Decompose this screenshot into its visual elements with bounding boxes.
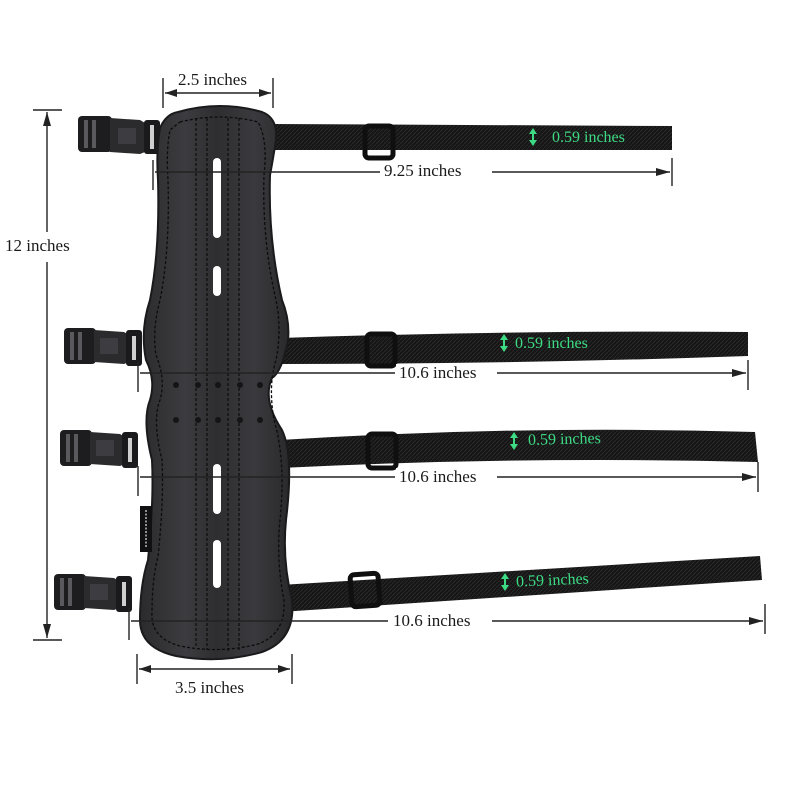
buckle-2 (64, 328, 142, 366)
strap-slider-3 (365, 431, 399, 471)
strap-4 (280, 556, 762, 612)
strap-2 (280, 331, 748, 369)
strap-1 (270, 123, 672, 161)
buckle-4 (54, 574, 132, 612)
strap-2-width-label: 0.59 inches (515, 335, 588, 352)
strap-slider-4 (347, 570, 383, 610)
strap-3 (280, 429, 758, 471)
leather-guard (138, 105, 294, 661)
total-length-label: 12 inches (2, 237, 73, 255)
strap-2-length-label: 10.6 inches (396, 364, 480, 382)
dimension-lines (33, 78, 766, 684)
strap-width-arrows (500, 128, 537, 591)
buckle-1 (78, 116, 160, 154)
strap-1-width-label: 0.59 inches (552, 129, 625, 146)
top-width-label: 2.5 inches (175, 71, 250, 89)
buckle-3 (60, 430, 138, 468)
strap-3-length-label: 10.6 inches (396, 468, 480, 486)
strap-4-length-label: 10.6 inches (390, 612, 474, 630)
strap-1-length-label: 9.25 inches (381, 162, 465, 180)
strap-3-width-label: 0.59 inches (527, 430, 602, 449)
strap-4-width-label: 0.59 inches (515, 570, 590, 591)
strap-slider-2 (364, 331, 398, 369)
bottom-width-label: 3.5 inches (172, 679, 247, 697)
strap-slider-1 (362, 123, 396, 161)
